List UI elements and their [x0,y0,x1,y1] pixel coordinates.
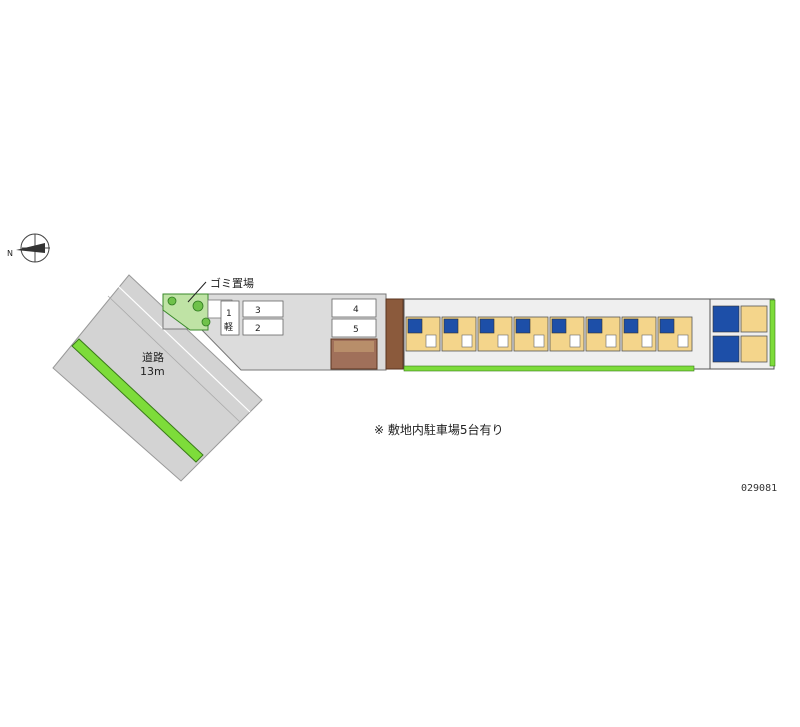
unit-bath [479,318,495,334]
unit-bath [407,318,423,334]
parking-space-1: 1 [226,309,232,319]
unit-bath [551,318,567,334]
parking-space-5: 5 [353,325,359,335]
unit-bath [443,318,459,334]
unit-kitchen [641,334,653,348]
unit-kitchen [461,334,473,348]
unit-kitchen [677,334,689,348]
green-median [71,338,204,463]
road: 道路 13m [52,274,263,482]
unit-kitchen [425,334,437,348]
parking-kei-label: 軽 [224,322,233,333]
unit-kitchen [605,334,617,348]
compass-north-icon: N [7,233,50,263]
apartment-unit [740,335,768,363]
unit-bath [712,305,740,333]
parking-note: ※ 敷地内駐車場5台有り [374,422,504,437]
parking-space-4: 4 [353,305,359,315]
parking-space-3: 3 [255,306,261,316]
building [403,298,776,372]
garbage-label: ゴミ置場 [210,276,254,290]
road-name: 道路 [142,350,164,364]
compass-label: N [7,249,13,258]
unit-bath [659,318,675,334]
road-width: 13m [140,365,165,378]
property-code: 029081 [741,483,777,494]
unit-bath [587,318,603,334]
parking-space-2: 2 [255,324,261,334]
garbage-area-icon: ゴミ置場 [187,276,254,303]
parking-right-group: 4 5 [331,298,377,338]
unit-kitchen [497,334,509,348]
unit-bath [712,335,740,363]
parking-left-group: 1 軽 3 2 [220,300,284,336]
unit-bath [515,318,531,334]
apartment-unit [740,305,768,333]
entrance-area [330,298,404,370]
unit-bath [623,318,639,334]
unit-kitchen [569,334,581,348]
unit-kitchen [533,334,545,348]
